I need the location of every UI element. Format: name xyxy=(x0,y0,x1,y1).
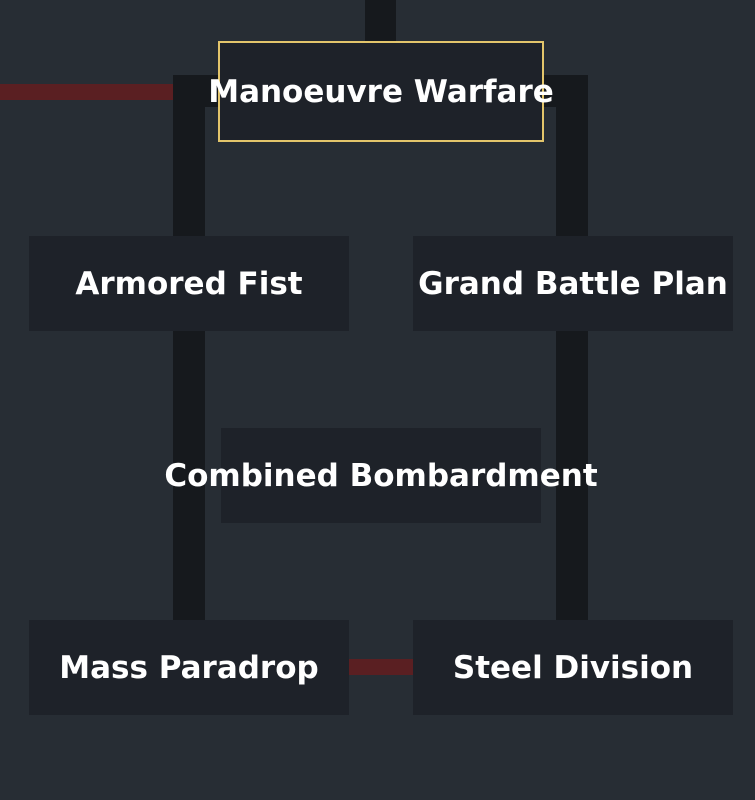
focus-combined-bombardment[interactable]: Combined Bombardment xyxy=(164,428,598,523)
connector-left-lower xyxy=(173,330,205,620)
connector-top-stub xyxy=(365,0,396,42)
focus-armored-fist[interactable]: Armored Fist xyxy=(29,236,349,331)
focus-manoeuvre-warfare[interactable]: Manoeuvre Warfare xyxy=(208,41,554,142)
focus-steel-division[interactable]: Steel Division xyxy=(413,620,733,715)
connector-right-upper xyxy=(556,75,588,237)
connector-right-lower xyxy=(556,330,588,620)
connector-left-upper xyxy=(173,75,205,237)
exclusive-connector-left-edge xyxy=(0,84,175,100)
focus-mass-paradrop[interactable]: Mass Paradrop xyxy=(29,620,349,715)
exclusive-connector-bottom xyxy=(347,659,414,675)
focus-grand-battle-plan[interactable]: Grand Battle Plan xyxy=(413,236,733,331)
